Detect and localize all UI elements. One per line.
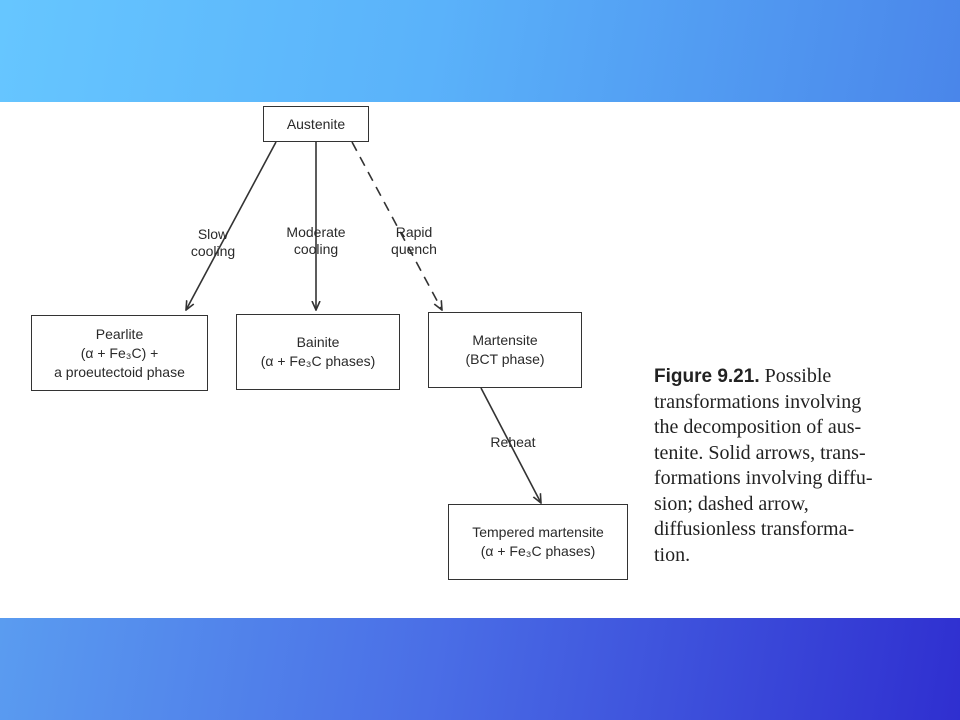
bainite-line1: Bainite: [296, 334, 340, 350]
pearlite-line1: Pearlite: [95, 325, 144, 342]
reheat-arrow: [480, 387, 541, 503]
bainite-line2: (α + Fe₃C phases): [260, 353, 376, 369]
caption-line-6: diffusionless transforma-: [654, 518, 855, 540]
figure-caption: Figure 9.21. Possible transformations in…: [654, 364, 944, 568]
slow-cooling-arrow: [186, 141, 277, 310]
martensite-node: Martensite (BCT phase): [428, 312, 582, 388]
pearlite-line3: a proeutectoid phase: [54, 363, 185, 380]
caption-line-3: tenite. Solid arrows, trans-: [654, 441, 866, 464]
caption-line-2: the decomposition of aus-: [654, 416, 862, 438]
rapid-label-line2: quench: [391, 241, 437, 257]
moderate-label-line2: cooling: [293, 241, 339, 257]
tempered-martensite-node: Tempered martensite (α + Fe₃C phases): [448, 504, 628, 580]
martensite-line2: (BCT phase): [465, 351, 545, 367]
rapid-quench-arrow: [351, 141, 442, 310]
slow-label-line1: Slow: [197, 226, 229, 242]
slow-cooling-label: Slow cooling: [178, 226, 248, 260]
austenite-node: Austenite: [263, 106, 369, 142]
top-gradient-band: [0, 0, 960, 102]
rapid-quench-label: Rapid quench: [380, 224, 448, 258]
moderate-cooling-label: Moderate cooling: [272, 224, 360, 258]
pearlite-node: Pearlite (α + Fe₃C) + a proeutectoid pha…: [31, 315, 208, 391]
caption-line-1: transformations involving: [654, 390, 862, 413]
figure-number: Figure 9.21.: [654, 366, 760, 387]
caption-line-4: formations involving diffu-: [654, 467, 873, 489]
slow-label-line2: cooling: [190, 243, 236, 259]
reheat-label: Reheat: [478, 434, 548, 451]
pearlite-line2: (α + Fe₃C) +: [80, 344, 159, 361]
tempered-line2: (α + Fe₃C phases): [480, 543, 596, 559]
caption-line-5: sion; dashed arrow,: [654, 492, 809, 515]
moderate-label-line1: Moderate: [286, 224, 346, 240]
tempered-line1: Tempered martensite: [472, 524, 604, 540]
reheat-label-line1: Reheat: [490, 434, 536, 450]
caption-line-7: tion.: [654, 543, 691, 566]
rapid-label-line1: Rapid: [395, 224, 433, 240]
bottom-gradient-band: [0, 618, 960, 720]
martensite-line1: Martensite: [472, 332, 538, 348]
austenite-label: Austenite: [286, 115, 346, 132]
bainite-node: Bainite (α + Fe₃C phases): [236, 314, 400, 390]
caption-line-0: Possible: [759, 365, 832, 387]
